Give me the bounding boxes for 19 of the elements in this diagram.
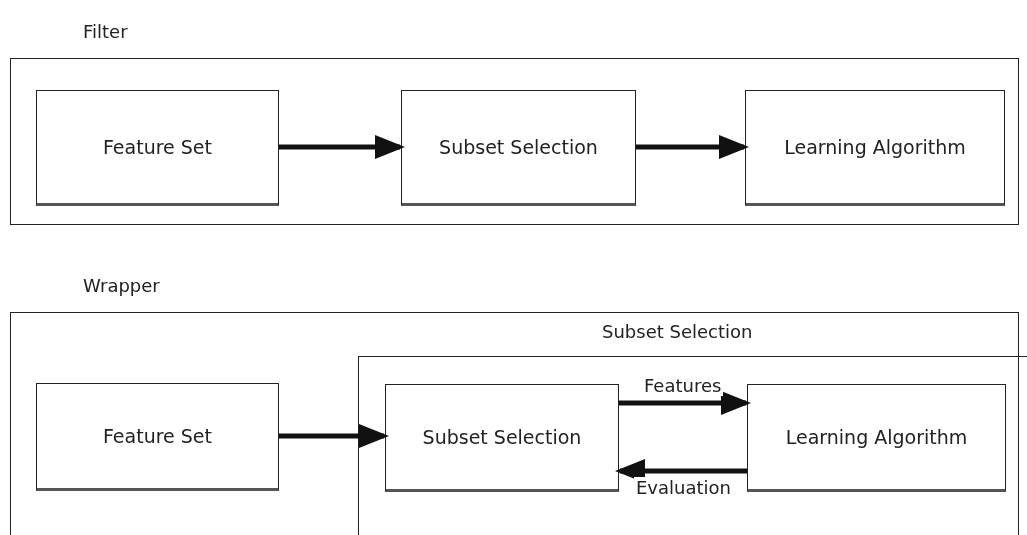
group-title: Subset Selection	[602, 321, 753, 342]
box-label: Subset Selection	[422, 426, 582, 448]
box-label: Feature Set	[102, 425, 212, 447]
process-box	[401, 90, 636, 206]
process-box	[36, 90, 279, 206]
arrow	[636, 135, 749, 159]
process-box	[747, 384, 1006, 492]
arrow	[619, 391, 751, 415]
process-box	[385, 384, 619, 492]
group-title: Wrapper	[83, 275, 160, 296]
box-label: Subset Selection	[439, 136, 598, 158]
box-label: Feature Set	[102, 136, 212, 158]
arrow	[279, 424, 389, 448]
arrow	[279, 135, 405, 159]
group-title: Filter	[83, 21, 128, 42]
box-label: Learning Algorithm	[784, 136, 966, 158]
process-box	[36, 383, 279, 491]
box-label: Learning Algorithm	[785, 426, 968, 448]
process-box	[745, 90, 1005, 206]
